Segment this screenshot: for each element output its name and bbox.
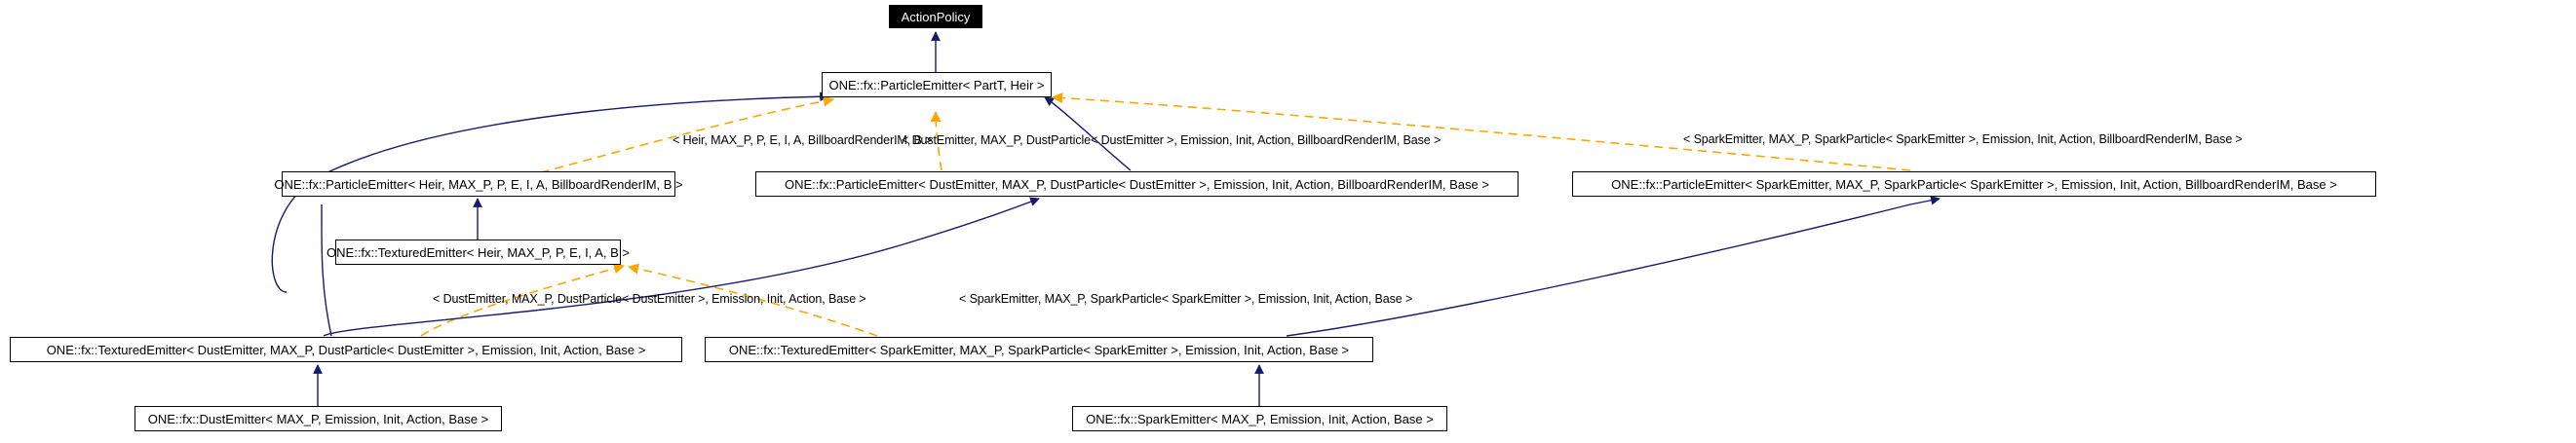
node-spark-emitter-label: ONE::fx::SparkEmitter< MAX_P, Emission, … — [1086, 411, 1434, 426]
node-spark-emitter[interactable]: ONE::fx::SparkEmitter< MAX_P, Emission, … — [1072, 406, 1447, 431]
node-particle-emitter-heir-label: ONE::fx::ParticleEmitter< Heir, MAX_P, P… — [274, 176, 683, 192]
edge-label-dust-textured-params: < DustEmitter, MAX_P, DustParticle< Dust… — [433, 292, 866, 306]
node-particle-emitter-partt-heir[interactable]: ONE::fx::ParticleEmitter< PartT, Heir > — [822, 72, 1052, 97]
node-dust-emitter-label: ONE::fx::DustEmitter< MAX_P, Emission, I… — [147, 411, 489, 426]
edge-label-spark-textured-params: < SparkEmitter, MAX_P, SparkParticle< Sp… — [959, 292, 1413, 306]
node-textured-emitter-heir[interactable]: ONE::fx::TexturedEmitter< Heir, MAX_P, P… — [327, 240, 630, 265]
node-textured-emitter-dust-label: ONE::fx::TexturedEmitter< DustEmitter, M… — [46, 342, 646, 357]
edge-textured-dust-inherits-particle-dust — [321, 197, 1040, 337]
node-dust-emitter[interactable]: ONE::fx::DustEmitter< MAX_P, Emission, I… — [135, 406, 502, 431]
node-particle-emitter-dust[interactable]: ONE::fx::ParticleEmitter< DustEmitter, M… — [755, 171, 1519, 197]
node-textured-emitter-spark[interactable]: ONE::fx::TexturedEmitter< SparkEmitter, … — [705, 337, 1373, 362]
node-particle-emitter-dust-label: ONE::fx::ParticleEmitter< DustEmitter, M… — [785, 176, 1489, 192]
edge-textured-spark-inherits-particle-spark — [1286, 195, 1941, 337]
node-action-policy[interactable]: ActionPolicy — [889, 5, 982, 28]
node-particle-emitter-spark-label: ONE::fx::ParticleEmitter< SparkEmitter, … — [1611, 176, 2337, 192]
edge-label-dust-params: < DustEmitter, MAX_P, DustParticle< Dust… — [902, 133, 1442, 147]
edge-label-heir-params: < Heir, MAX_P, P, E, I, A, BillboardRend… — [673, 133, 933, 147]
node-particle-emitter-spark[interactable]: ONE::fx::ParticleEmitter< SparkEmitter, … — [1572, 171, 2376, 197]
node-textured-emitter-heir-label: ONE::fx::TexturedEmitter< Heir, MAX_P, P… — [327, 244, 630, 260]
edge-label-spark-params: < SparkEmitter, MAX_P, SparkParticle< Sp… — [1683, 132, 2243, 146]
node-particle-emitter-heir[interactable]: ONE::fx::ParticleEmitter< Heir, MAX_P, P… — [274, 171, 683, 197]
node-action-policy-label: ActionPolicy — [901, 9, 971, 24]
node-textured-emitter-dust[interactable]: ONE::fx::TexturedEmitter< DustEmitter, M… — [10, 337, 682, 362]
node-particle-emitter-partt-heir-label: ONE::fx::ParticleEmitter< PartT, Heir > — [828, 77, 1045, 92]
node-textured-emitter-spark-label: ONE::fx::TexturedEmitter< SparkEmitter, … — [728, 342, 1350, 357]
